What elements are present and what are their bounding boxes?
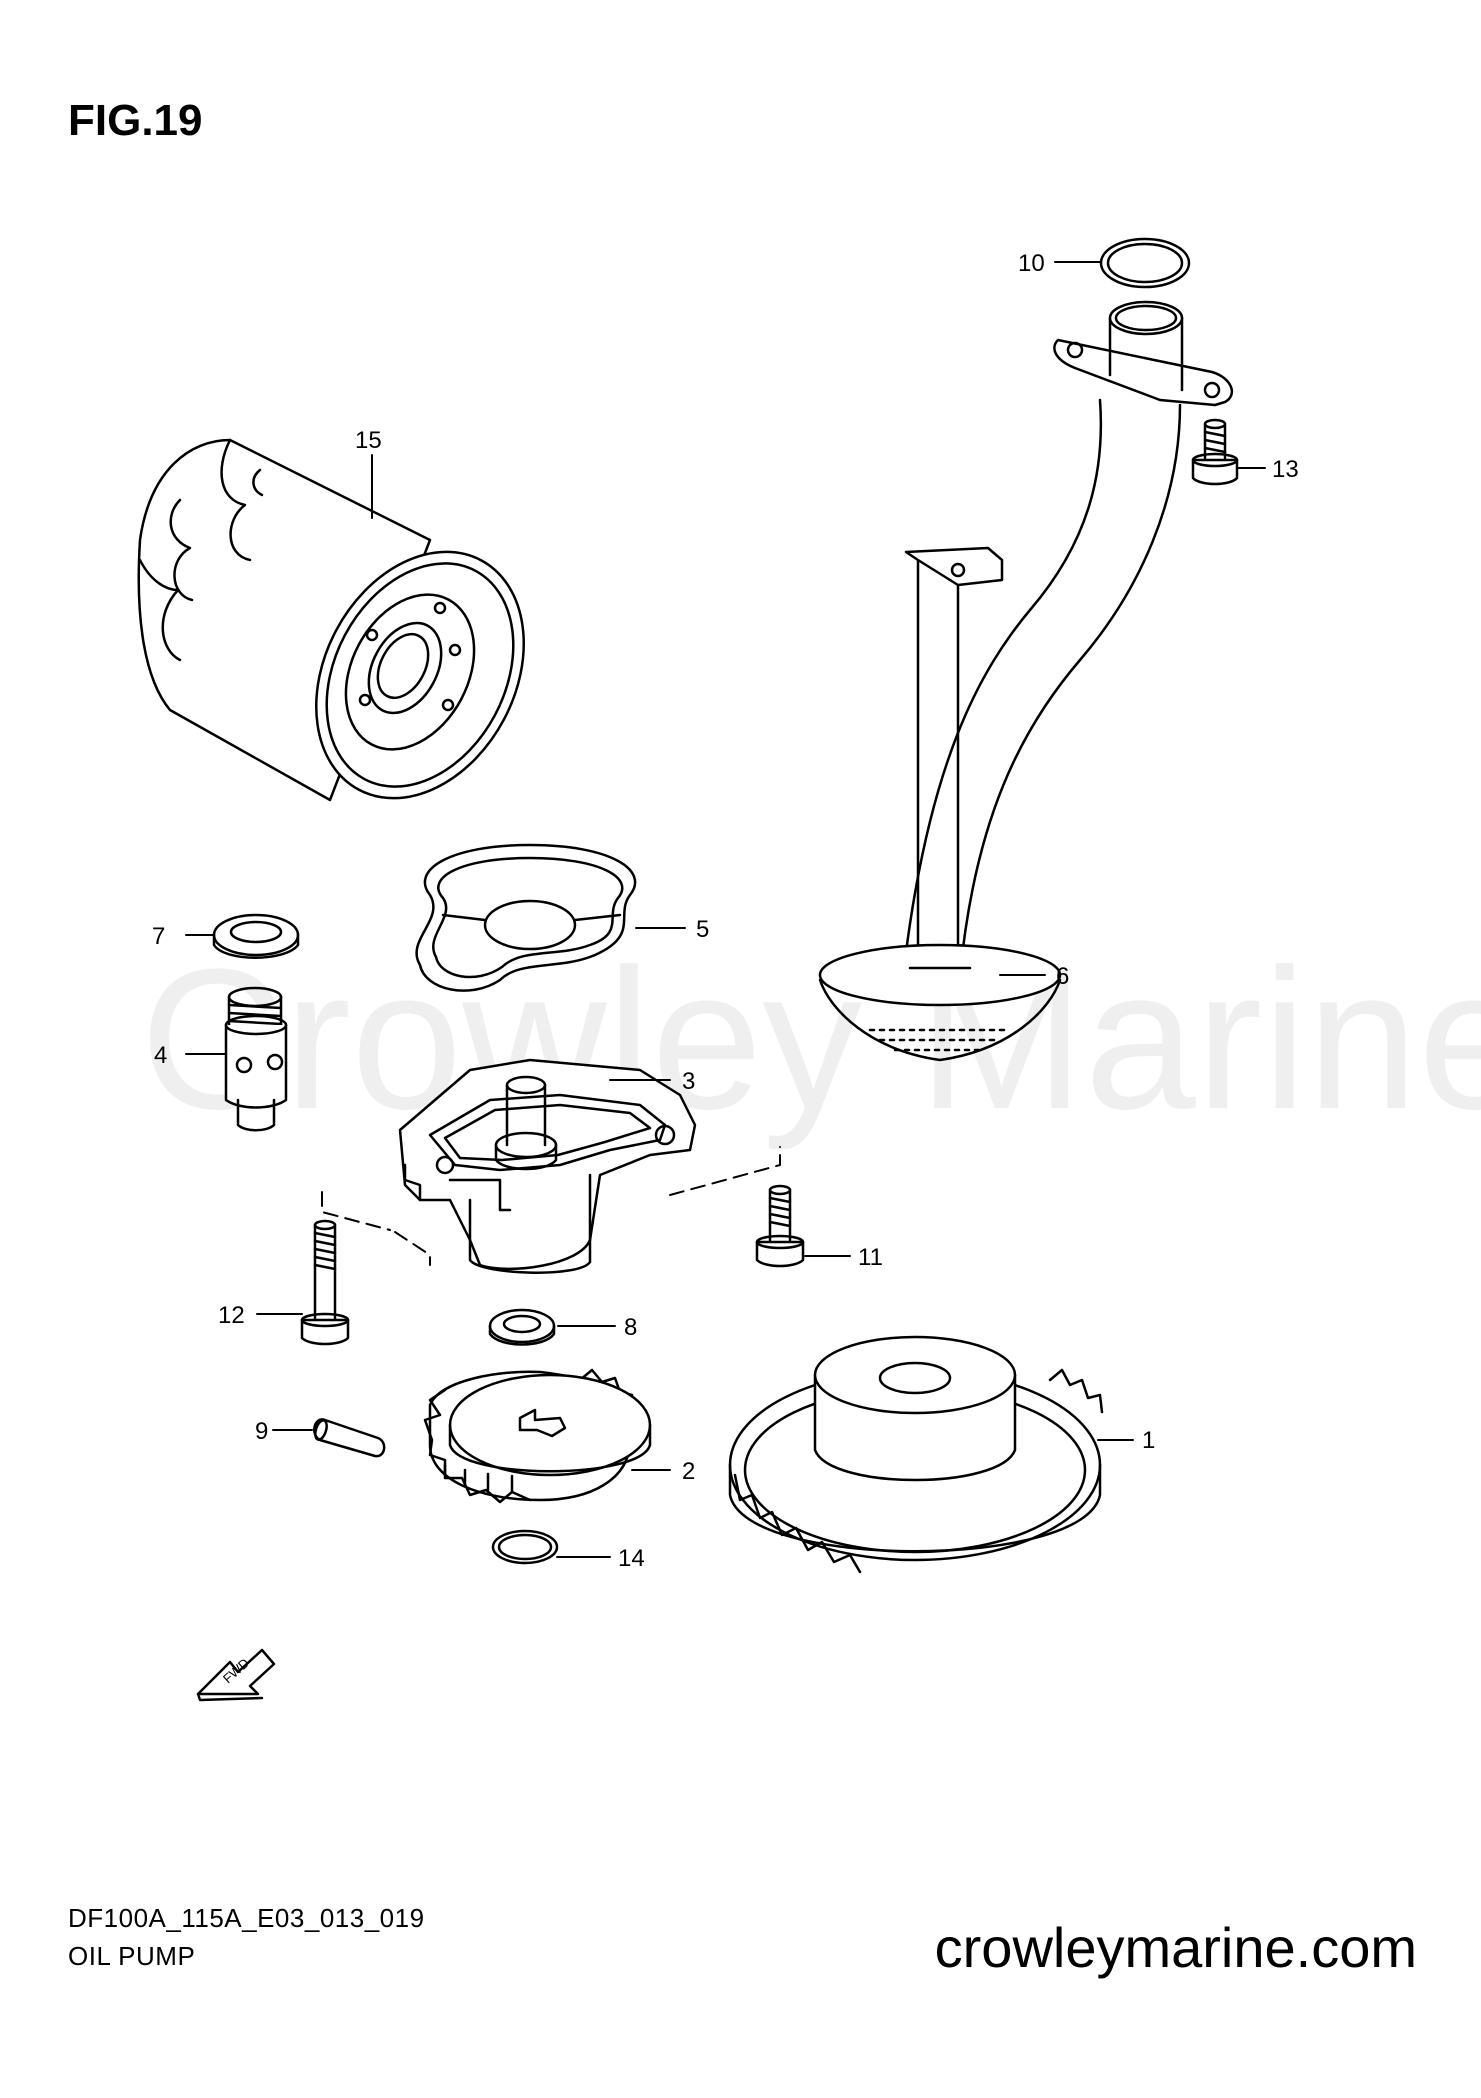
callout-11[interactable]: 11 (858, 1244, 883, 1271)
callout-7[interactable]: 7 (152, 923, 165, 950)
oil-pump-driven-gear-drawing[interactable] (728, 1335, 1104, 1574)
callout-8[interactable]: 8 (624, 1314, 637, 1341)
oil-pump-drive-gear-drawing[interactable] (423, 1368, 652, 1504)
oil-pump-gasket-drawing[interactable] (415, 843, 637, 992)
callout-5[interactable]: 5 (696, 916, 709, 943)
fwd-arrow-icon: FWD (196, 1648, 276, 1702)
callout-1[interactable]: 1 (1142, 1427, 1155, 1454)
callout-12[interactable]: 12 (218, 1302, 245, 1329)
oil-strainer-drawing[interactable] (818, 300, 1234, 1062)
figure-caption: OIL PUMP (68, 1941, 196, 1971)
callout-2[interactable]: 2 (682, 1458, 695, 1485)
strainer-o-ring-drawing[interactable] (1099, 237, 1191, 289)
fitting-gasket-drawing[interactable] (212, 913, 300, 959)
callout-14[interactable]: 14 (618, 1545, 645, 1572)
watermark: Crowley Marine (140, 928, 1481, 1151)
callout-labels: 1 2 3 4 5 6 7 8 9 10 11 12 13 14 15 (152, 250, 1299, 1572)
figure-title: FIG.19 (68, 96, 203, 145)
pump-bolt-long-drawing[interactable] (300, 1219, 350, 1346)
oil-pressure-fitting-drawing[interactable] (224, 986, 288, 1132)
gear-pin-drawing[interactable] (313, 1418, 386, 1458)
circlip-drawing[interactable] (491, 1529, 559, 1565)
oil-pump-case-drawing[interactable] (398, 1058, 697, 1274)
strainer-bolt-drawing[interactable] (1191, 418, 1239, 486)
pump-bolt-short-drawing[interactable] (755, 1184, 805, 1268)
callout-9[interactable]: 9 (255, 1418, 268, 1445)
callout-4[interactable]: 4 (154, 1042, 167, 1069)
model-code: DF100A_115A_E03_013_019 (68, 1903, 425, 1933)
callout-3[interactable]: 3 (682, 1068, 695, 1095)
callout-15[interactable]: 15 (355, 427, 382, 454)
callout-13[interactable]: 13 (1272, 456, 1299, 483)
gear-washer-drawing[interactable] (488, 1308, 556, 1346)
assembly-lines (321, 1146, 781, 1266)
website-link[interactable]: crowleymarine.com (934, 1916, 1417, 1979)
leader-lines (185, 261, 1266, 1558)
oil-filter-drawing[interactable] (137, 438, 565, 834)
callout-6[interactable]: 6 (1056, 963, 1069, 990)
callout-10[interactable]: 10 (1018, 250, 1045, 277)
